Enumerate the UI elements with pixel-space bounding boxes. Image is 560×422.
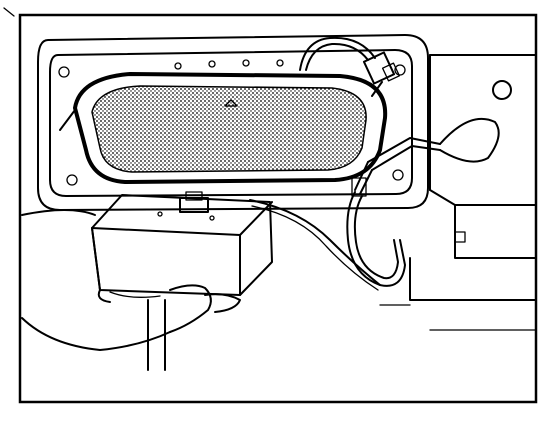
pigtail-harness: [346, 117, 500, 287]
dash-panel: [147, 54, 536, 371]
corner-tick: [3, 7, 15, 17]
connector-icon: [299, 36, 401, 97]
hand-icon: [21, 209, 241, 351]
airbag-icon: [59, 72, 388, 184]
test-lead: [249, 199, 381, 291]
mounting-flange: [37, 34, 429, 211]
